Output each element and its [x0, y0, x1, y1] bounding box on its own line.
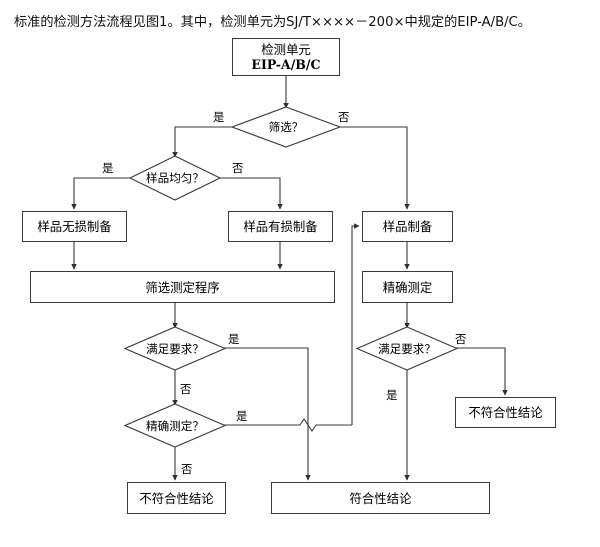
node-destructive-prep-label: 样品有损制备 — [243, 219, 318, 234]
node-screening-procedure-label: 筛选测定程序 — [145, 279, 220, 295]
branch-label-meet-right-yes: 是 — [386, 388, 398, 402]
node-sample-prep-label: 样品制备 — [382, 219, 433, 234]
node-noncompliant-right-label: 不符合性结论 — [468, 405, 543, 420]
decision-meets-requirement-right[interactable]: 满足要求？ — [355, 326, 459, 371]
page-caption: 标准的检测方法流程见图1。其中，检测单元为SJ/T××××－200×中规定的EI… — [14, 15, 531, 30]
branch-label-screening-no: 否 — [338, 110, 350, 124]
node-nondestructive-prep-label: 样品无损制备 — [37, 219, 112, 234]
node-sample-prep[interactable]: 样品制备 — [362, 211, 453, 242]
node-compliant-bottom-label: 符合性结论 — [349, 490, 412, 506]
node-nondestructive-prep[interactable]: 样品无损制备 — [22, 211, 127, 242]
branch-label-meet-right-no: 否 — [455, 332, 467, 346]
node-screening-procedure[interactable]: 筛选测定程序 — [30, 271, 335, 303]
decision-precise-measurement[interactable]: 精确测定？ — [123, 403, 227, 448]
decision-sample-uniform[interactable]: 样品均匀？ — [128, 155, 222, 201]
node-noncompliant-right[interactable]: 不符合性结论 — [455, 397, 556, 428]
node-compliant-bottom[interactable]: 符合性结论 — [271, 482, 490, 514]
node-noncompliant-bottom-label: 不符合性结论 — [139, 490, 214, 506]
node-destructive-prep[interactable]: 样品有损制备 — [228, 211, 333, 242]
decision-meets-requirement-left[interactable]: 满足要求？ — [123, 326, 227, 371]
branch-label-meet-left-yes: 是 — [228, 332, 240, 346]
node-precise-measurement-label: 精确测定 — [382, 279, 433, 295]
branch-label-uniform-yes: 是 — [102, 161, 114, 175]
node-start-line2: EIP-A/B/C — [251, 57, 321, 72]
node-noncompliant-bottom[interactable]: 不符合性结论 — [127, 482, 226, 514]
branch-label-precise-no: 否 — [181, 462, 193, 476]
decision-screening[interactable]: 筛选？ — [230, 106, 342, 148]
branch-label-precise-yes: 是 — [236, 409, 248, 423]
branch-label-meet-left-no: 否 — [180, 382, 192, 396]
node-start[interactable]: 检测单元 EIP-A/B/C — [232, 38, 340, 76]
branch-label-uniform-no: 否 — [232, 161, 244, 175]
node-precise-measurement[interactable]: 精确测定 — [362, 271, 453, 303]
branch-label-screening-yes: 是 — [213, 110, 225, 124]
node-start-line1: 检测单元 — [261, 42, 311, 57]
